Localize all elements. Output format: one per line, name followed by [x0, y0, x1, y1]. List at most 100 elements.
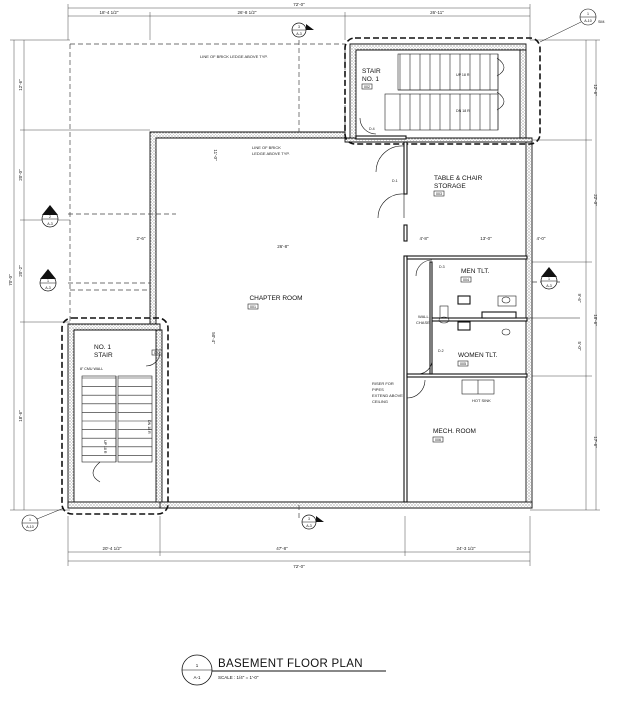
dim-right-seg4: 17'-6"	[593, 436, 598, 448]
svg-text:SIM.: SIM.	[598, 20, 605, 24]
stair1-tag-box	[361, 83, 373, 90]
mech-room-tag: 006	[435, 438, 441, 442]
mech-room-tag-box	[432, 436, 444, 443]
cmu-wall-label: 8" CMU WALL	[80, 367, 103, 371]
brick-note-line1: LINE OF BRICK	[252, 145, 281, 150]
dim-interior-f: 9'-6"	[577, 294, 582, 303]
men-toilet-label: MEN TLT.	[461, 268, 489, 275]
title-callout-number: 1	[196, 663, 199, 668]
storage-tag-box	[433, 190, 445, 197]
stair1-dn-label: DN 18 R	[456, 109, 470, 113]
stair2-tag-box	[151, 349, 163, 356]
dim-bottom-seg2: 47'-8"	[276, 546, 288, 551]
dim-left-seg3: 20'-2"	[18, 265, 23, 277]
mech-room-label: MECH. ROOM	[433, 428, 476, 435]
dim-right-seg3: 18'-6"	[593, 314, 598, 326]
brick-ledge-line	[69, 43, 346, 322]
svg-text:1: 1	[548, 277, 550, 281]
stair1-enclosure-callout	[344, 37, 541, 145]
women-toilet-tag: 005	[460, 362, 466, 366]
wall-chase-1: WALL	[418, 314, 430, 319]
detail-marker-top-right: 1 A-10 SIM.	[539, 8, 605, 43]
svg-text:3: 3	[298, 25, 300, 29]
door-tag-3: D.3	[439, 265, 445, 269]
door-tag-2: D.2	[438, 349, 444, 353]
detail-marker-bottom-left: 1 A-10	[21, 507, 65, 532]
room-labels: CHAPTER ROOM 001 STAIR NO. 1 002 TABLE &…	[94, 68, 498, 443]
dimension-lines	[10, 4, 600, 566]
exterior-walls	[67, 43, 533, 509]
dim-interior-d: 4'-0"	[537, 236, 546, 241]
svg-text:A-3: A-3	[47, 222, 53, 226]
chapter-room-label: CHAPTER ROOM	[249, 295, 302, 302]
dim-chapter-height: 50'-4"	[211, 332, 216, 344]
dim-left-overall: 70'-0"	[8, 274, 13, 286]
plan-notes: LINE OF BRICK LEDGE ABOVE TYP. RISER FOR…	[252, 127, 491, 404]
stair1-label-line1: STAIR	[362, 68, 381, 75]
dim-bottom-seg1: 20'-4 1/2"	[103, 546, 122, 551]
wall-chase-2: CHASE	[416, 320, 430, 325]
stair2-up-label: UP 18 R	[103, 440, 107, 454]
stair2-tag: 007	[154, 351, 160, 355]
svg-text:A-10: A-10	[26, 525, 34, 529]
stair-2: UP 18 R DN 18 R 8" CMU WALL	[80, 367, 153, 483]
door-tag-4: D.4	[369, 127, 375, 131]
riser-note-3: EXTEND ABOVE	[372, 393, 403, 398]
dimension-text: 72'-0" 18'-4 1/2" 26'-8 1/2" 26'-11" 72'…	[8, 2, 598, 569]
title-callout-sheet: A-1	[193, 675, 201, 680]
dim-interior-e: 5'-0"	[577, 342, 582, 351]
stair1-up-label: UP 18 R	[456, 73, 470, 77]
stair1-label-line2: NO. 1	[362, 76, 379, 83]
svg-text:A-3: A-3	[45, 286, 51, 290]
dim-left-seg2: 20'-0"	[18, 169, 23, 181]
section-marker-b-left: 2 A-3	[41, 205, 59, 228]
svg-text:1: 1	[47, 279, 49, 283]
interior-walls	[355, 135, 528, 503]
chapter-room-tag: 001	[250, 305, 256, 309]
riser-note-2: PIPES	[372, 387, 384, 392]
dim-top-seg1: 18'-4 1/2"	[100, 10, 119, 15]
dim-interior-c: 2'-6"	[137, 236, 146, 241]
stair2-label-line2: STAIR	[94, 352, 113, 359]
section-lines	[68, 40, 560, 518]
upper-brick-label: LINE OF BRICK LEDGE ABOVE TYP.	[200, 54, 268, 59]
men-toilet-tag: 004	[463, 278, 469, 282]
storage-label-line2: STORAGE	[434, 183, 466, 190]
dim-top-seg3: 26'-11"	[430, 10, 444, 15]
svg-text:1: 1	[29, 518, 31, 522]
dim-interior-a: 4'-8"	[420, 236, 429, 241]
drawing-scale: SCALE : 1/4" = 1'-0"	[218, 675, 259, 680]
stair2-enclosure-callout	[61, 317, 169, 515]
dim-chapter-width: 26'-8"	[277, 244, 289, 249]
svg-text:A-3: A-3	[306, 524, 312, 528]
svg-text:1: 1	[587, 12, 589, 16]
stair2-dn-label: DN 18 R	[147, 420, 151, 434]
svg-text:2: 2	[49, 215, 51, 219]
door-tag-1: D.1	[392, 179, 398, 183]
dim-bottom-seg3: 24'-3 1/2"	[457, 546, 476, 551]
dim-stair: 11'-0"	[213, 149, 218, 161]
women-toilet-tag-box	[457, 360, 469, 367]
brick-note-line2: LEDGE ABOVE TYP.	[252, 151, 290, 156]
dim-right-seg1: 12'-6"	[593, 84, 598, 96]
drawing-title-block: 1 A-1 BASEMENT FLOOR PLAN SCALE : 1/4" =…	[181, 654, 386, 686]
section-marker-a-top: 3 A-3	[291, 22, 314, 38]
svg-text:A-3: A-3	[296, 32, 302, 36]
women-toilet-label: WOMEN TLT.	[458, 352, 498, 359]
svg-text:3: 3	[308, 517, 310, 521]
men-toilet-tag-box	[460, 276, 472, 283]
storage-tag: 003	[436, 192, 442, 196]
chapter-room-tag-box	[247, 303, 259, 310]
svg-text:A-10: A-10	[584, 19, 592, 23]
dim-left-seg1: 12'-6"	[18, 79, 23, 91]
section-marker-a-bottom: 3 A-3	[301, 514, 324, 530]
plumbing-fixtures	[438, 295, 580, 395]
stair-1: DN 18 R UP 18 R	[384, 53, 505, 131]
riser-note-4: CEILING	[372, 399, 388, 404]
doors	[145, 117, 433, 399]
storage-label-line1: TABLE & CHAIR	[434, 175, 483, 182]
dim-bottom-overall: 72'-0"	[293, 564, 305, 569]
stair2-label-line1: NO. 1	[94, 344, 111, 351]
dim-top-seg2: 26'-8 1/2"	[238, 10, 257, 15]
